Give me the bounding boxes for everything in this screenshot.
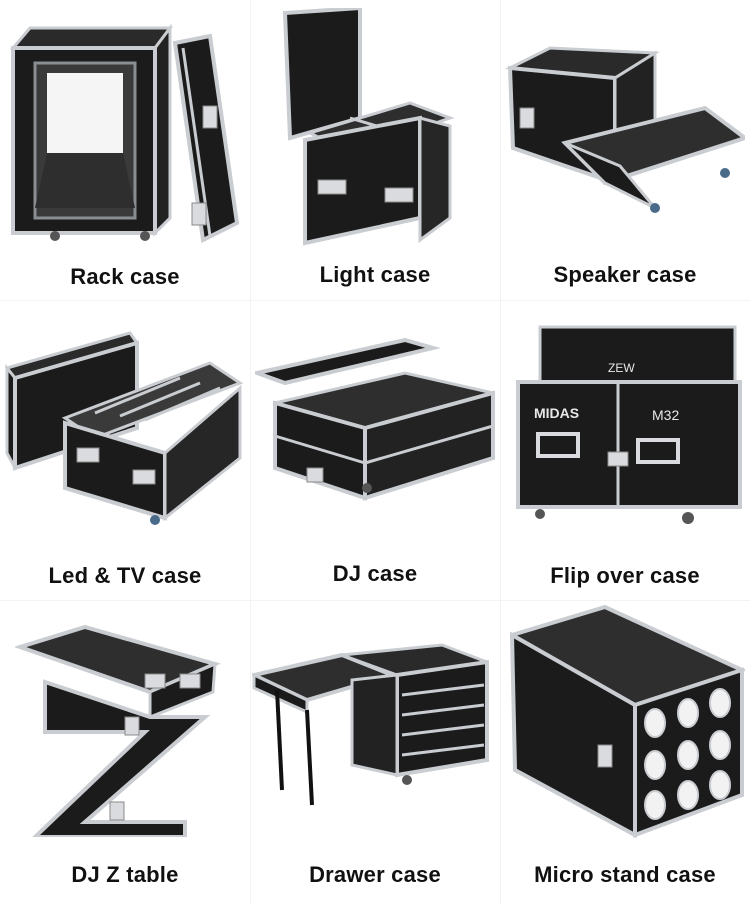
product-label: Light case (319, 262, 431, 287)
column-divider (500, 0, 501, 903)
product-tile-dj-z-table[interactable]: DJ Z table (0, 600, 250, 900)
product-tile-micro-stand-case[interactable]: Micro stand case (500, 600, 750, 900)
column-divider (250, 0, 251, 903)
speaker-case-icon (505, 38, 745, 218)
product-tile-flip-over-case[interactable]: MIDAS M32 ZEW Flip over case (500, 300, 750, 600)
row-divider (0, 300, 750, 301)
product-label: Led & TV case (48, 563, 202, 588)
product-tile-speaker-case[interactable]: Speaker case (500, 0, 750, 300)
lid-print: ZEW (608, 361, 635, 375)
product-tile-rack-case[interactable]: Rack case (0, 0, 250, 300)
product-label: Flip over case (550, 563, 700, 588)
flip-over-case-icon: MIDAS M32 ZEW (510, 322, 745, 527)
rack-case-icon (5, 8, 245, 243)
product-label: DJ case (332, 561, 418, 586)
product-label: Micro stand case (534, 862, 716, 887)
drawer-case-icon (252, 640, 492, 825)
model-print: M32 (652, 407, 679, 423)
led-tv-case-icon (5, 328, 245, 528)
brand-print: MIDAS (534, 405, 579, 421)
product-label: Speaker case (553, 262, 697, 287)
dj-z-table-icon (15, 622, 225, 837)
product-label: Drawer case (309, 862, 441, 887)
product-tile-dj-case[interactable]: DJ case (250, 300, 500, 600)
product-label: Rack case (70, 264, 180, 289)
product-label: DJ Z table (71, 862, 179, 887)
row-divider (0, 600, 750, 601)
light-case-icon (280, 8, 480, 248)
micro-stand-case-icon (510, 605, 745, 840)
product-tile-light-case[interactable]: Light case (250, 0, 500, 300)
product-tile-drawer-case[interactable]: Drawer case (250, 600, 500, 900)
dj-case-icon (255, 338, 495, 508)
product-tile-led-tv-case[interactable]: Led & TV case (0, 300, 250, 600)
